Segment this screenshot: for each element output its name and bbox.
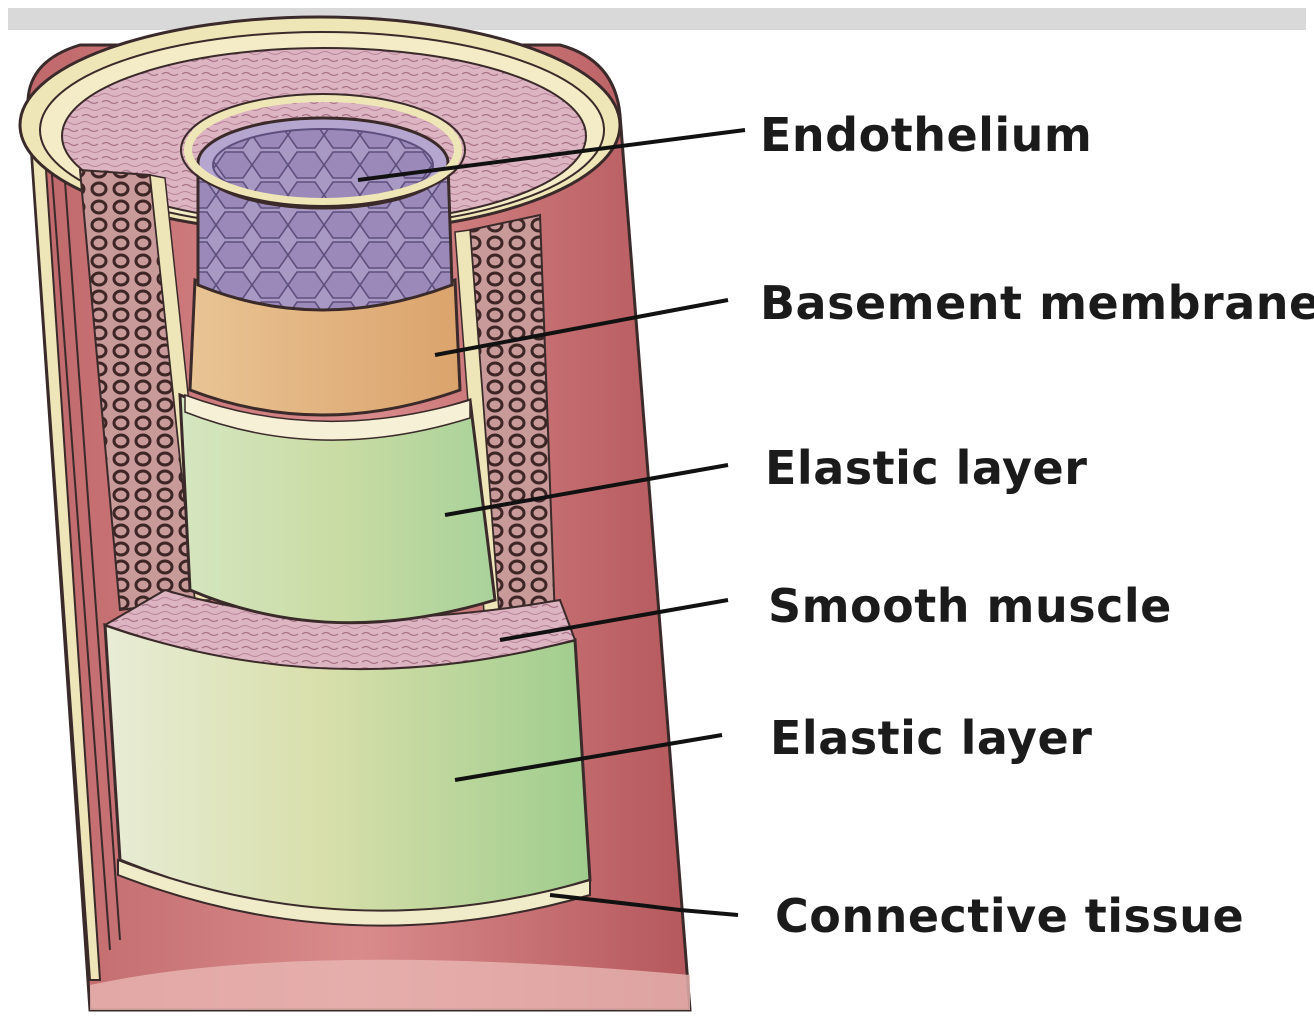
label-basement-membrane: Basement membrane (760, 280, 1314, 326)
label-elastic-layer-outer: Elastic layer (770, 715, 1092, 761)
label-endothelium: Endothelium (760, 112, 1092, 158)
label-smooth-muscle: Smooth muscle (768, 583, 1172, 629)
label-connective-tissue: Connective tissue (775, 893, 1244, 939)
label-elastic-layer-inner: Elastic layer (765, 445, 1087, 491)
